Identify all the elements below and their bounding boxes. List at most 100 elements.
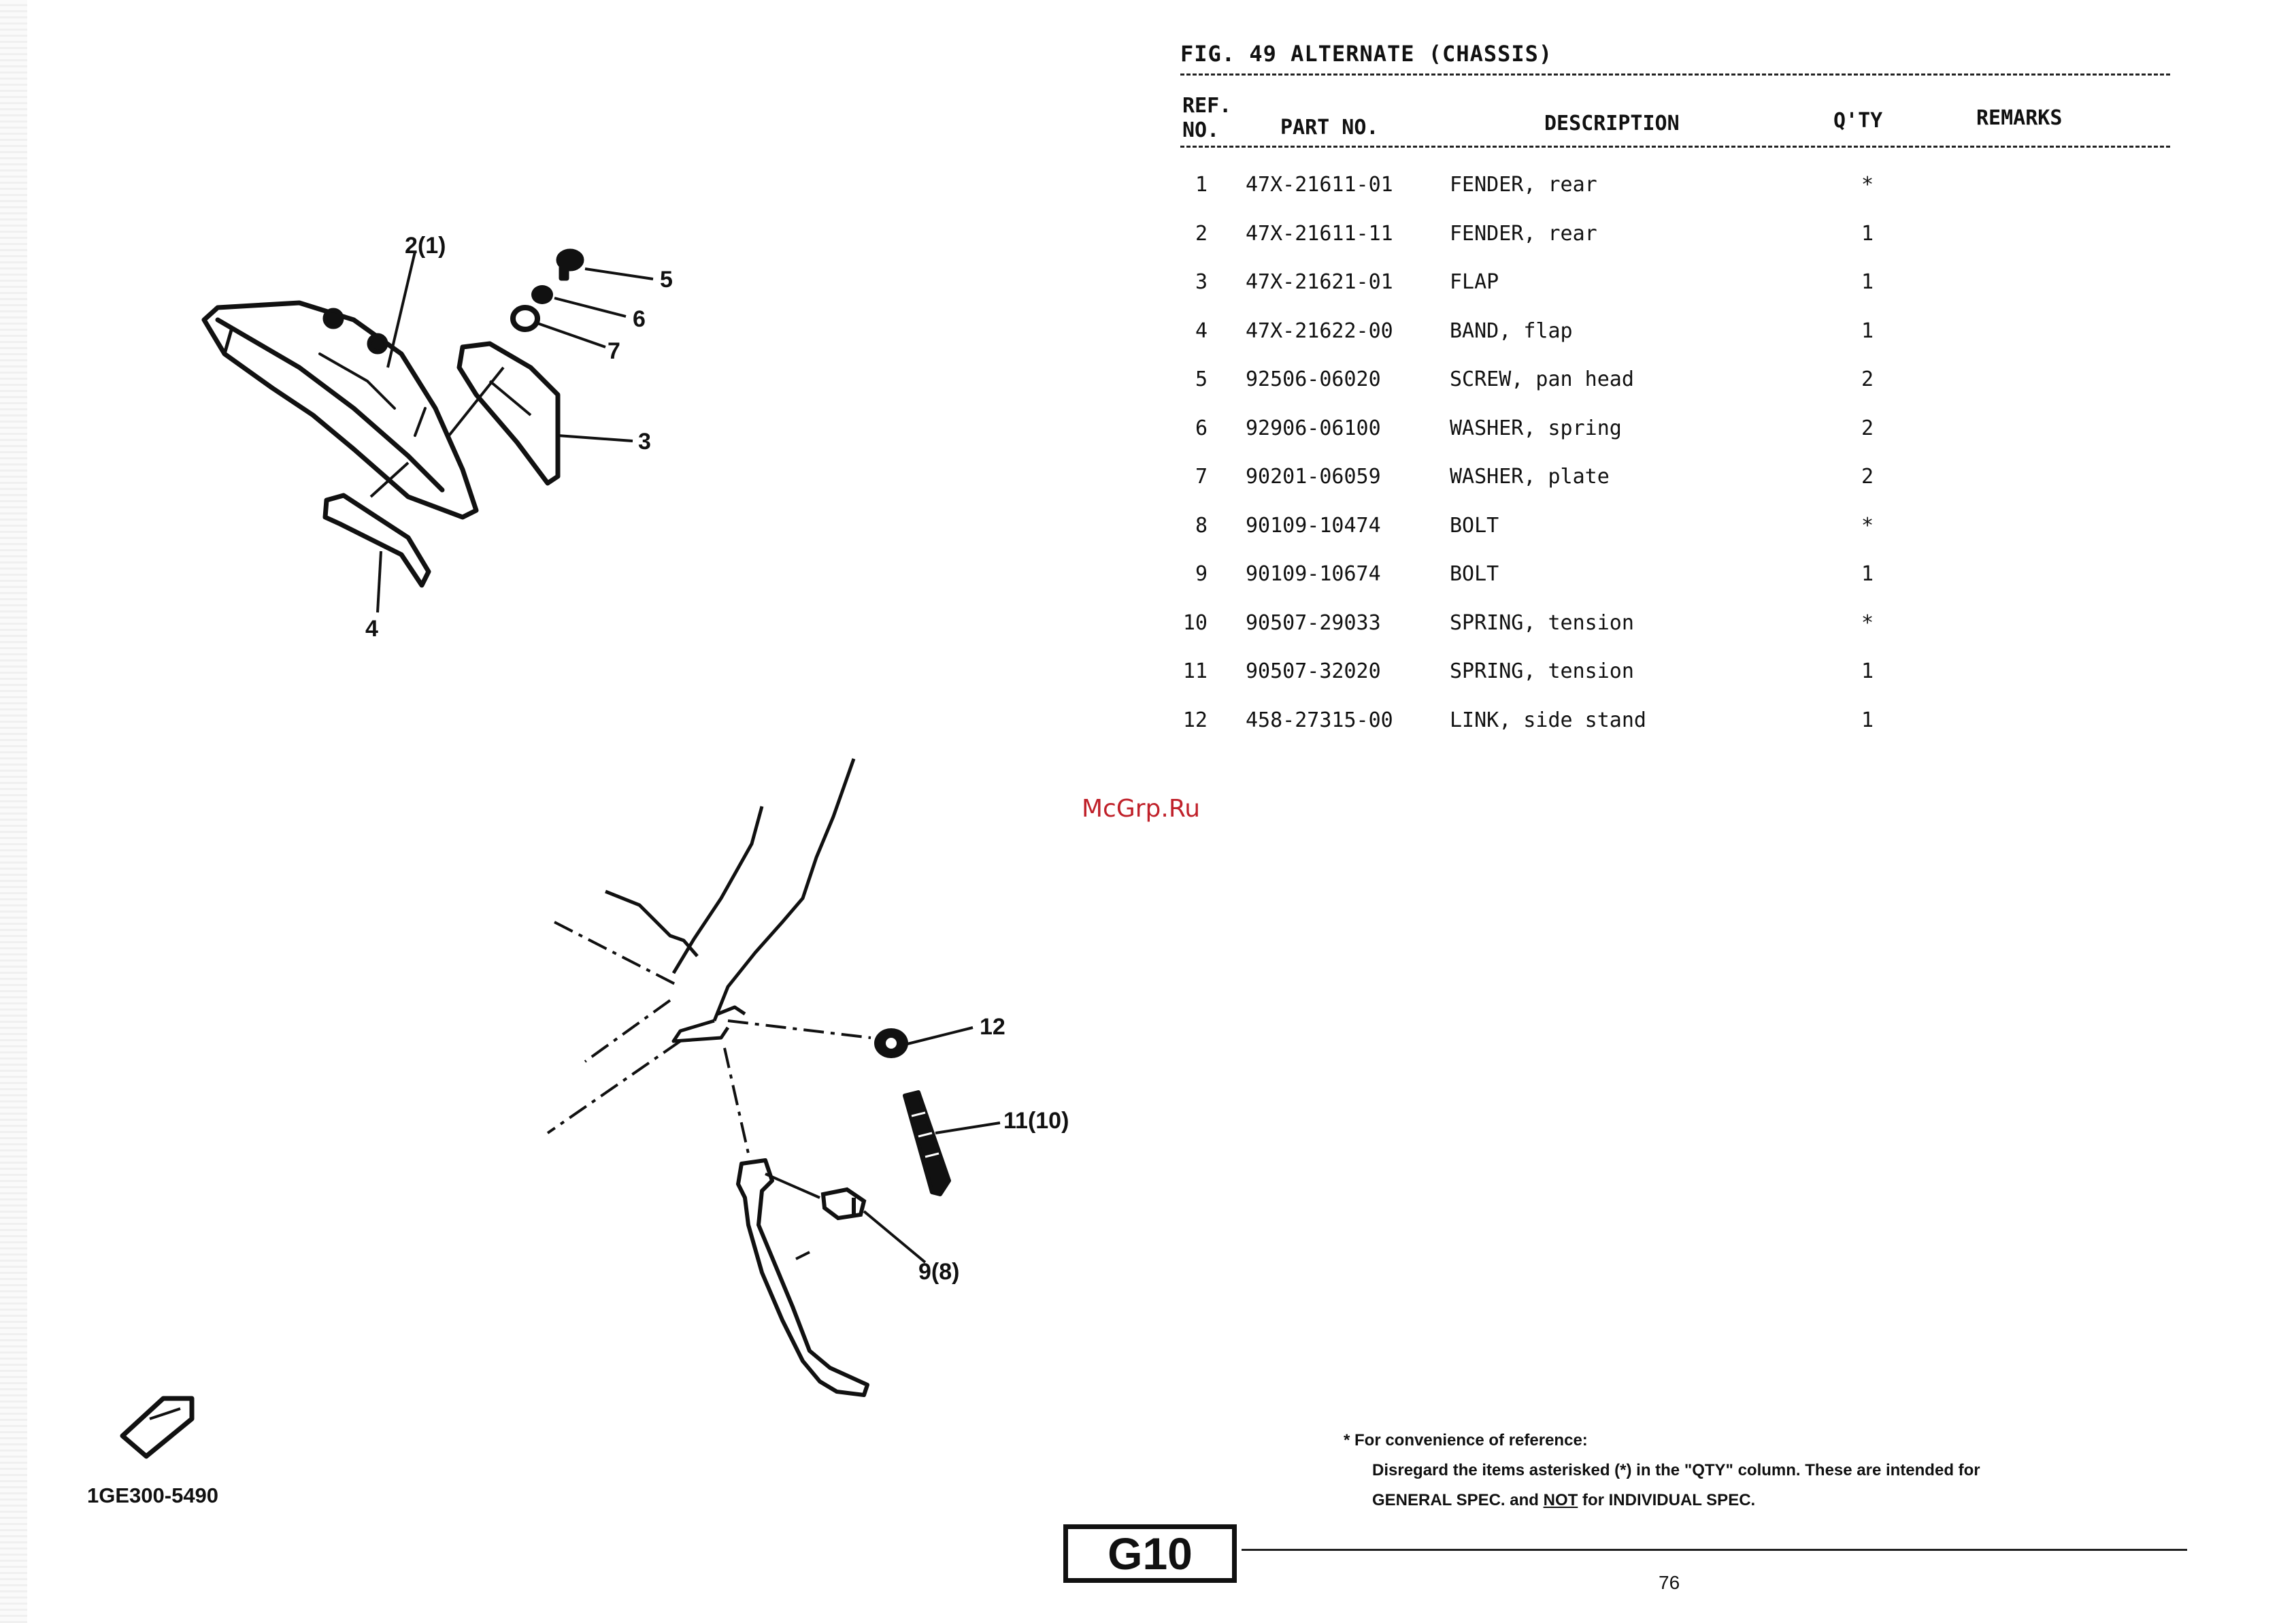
cell-qty: 1 xyxy=(1861,659,1874,683)
cell-ref: 11 xyxy=(1182,659,1208,683)
cell-qty: 1 xyxy=(1861,318,1874,343)
screw-illustration xyxy=(556,248,584,281)
table-row: 2 47X-21611-11 FENDER, rear 1 xyxy=(1180,219,2160,268)
cell-part-no: 92906-06100 xyxy=(1246,416,1381,440)
cell-qty: 1 xyxy=(1861,270,1874,294)
cell-qty: 2 xyxy=(1861,465,1874,489)
footnote-line-3: GENERAL SPEC. and NOT for INDIVIDUAL SPE… xyxy=(1344,1486,1980,1515)
footer-rule xyxy=(1242,1549,2187,1551)
callout-12: 12 xyxy=(980,1014,1005,1040)
cell-ref: 2 xyxy=(1195,221,1208,246)
table-row: 9 90109-10674 BOLT 1 xyxy=(1180,559,2160,608)
cell-ref: 12 xyxy=(1182,708,1208,732)
cell-qty: 1 xyxy=(1861,708,1874,732)
footnote-heading: * For convenience of reference: xyxy=(1344,1431,1588,1449)
cell-part-no: 47X-21611-11 xyxy=(1246,221,1393,246)
cell-ref: 10 xyxy=(1182,610,1208,635)
header-remarks: REMARKS xyxy=(1976,106,2063,130)
table-row: 11 90507-32020 SPRING, tension 1 xyxy=(1180,657,2160,706)
cell-ref: 9 xyxy=(1195,562,1208,586)
scan-edge xyxy=(0,0,27,1623)
cell-qty: 1 xyxy=(1861,221,1874,246)
tension-spring-illustration xyxy=(903,1090,951,1196)
callout-9-8: 9(8) xyxy=(918,1259,959,1285)
flap-illustration xyxy=(456,341,561,486)
callout-4: 4 xyxy=(365,616,378,642)
leader-lines-lower xyxy=(765,1026,1001,1264)
header-description: DESCRIPTION xyxy=(1544,112,1680,135)
cell-description: BOLT xyxy=(1450,513,1499,538)
cell-description: LINK, side stand xyxy=(1450,708,1646,732)
cell-description: BOLT xyxy=(1450,562,1499,586)
cell-part-no: 90109-10674 xyxy=(1246,562,1381,586)
plate-washer-illustration xyxy=(510,305,540,332)
cell-ref: 6 xyxy=(1195,416,1208,440)
cell-qty: 2 xyxy=(1861,416,1874,440)
cell-ref: 7 xyxy=(1195,465,1208,489)
flap-band-illustration xyxy=(322,493,431,588)
cell-description: SCREW, pan head xyxy=(1450,367,1634,391)
cell-qty: * xyxy=(1861,513,1874,538)
callout-2-1: 2(1) xyxy=(405,233,446,259)
cell-qty: 1 xyxy=(1861,562,1874,586)
cell-description: WASHER, spring xyxy=(1450,416,1622,440)
page-number: 76 xyxy=(1659,1572,1680,1593)
header-rule-top xyxy=(1180,73,2170,76)
cell-ref: 1 xyxy=(1195,173,1208,197)
cell-description: FENDER, rear xyxy=(1450,221,1597,246)
figure-title: FIG. 49 ALTERNATE (CHASSIS) xyxy=(1180,41,1553,67)
header-qty: Q'TY xyxy=(1833,109,1883,133)
cell-part-no: 92506-06020 xyxy=(1246,367,1381,391)
cell-part-no: 90201-06059 xyxy=(1246,465,1381,489)
footnote-line-3b: for INDIVIDUAL SPEC. xyxy=(1578,1491,1756,1509)
callout-3: 3 xyxy=(638,429,651,455)
cell-qty: 2 xyxy=(1861,367,1874,391)
cell-ref: 4 xyxy=(1195,318,1208,343)
cell-part-no: 90507-32020 xyxy=(1246,659,1381,683)
frame-bracket-illustration xyxy=(605,758,856,1043)
cell-part-no: 47X-21621-01 xyxy=(1246,270,1393,294)
table-row: 6 92906-06100 WASHER, spring 2 xyxy=(1180,414,2160,463)
side-stand-bolt-illustration xyxy=(820,1187,867,1221)
image-code: 1GE300-5490 xyxy=(87,1483,219,1507)
callout-6: 6 xyxy=(633,306,646,332)
cell-description: WASHER, plate xyxy=(1450,465,1610,489)
cell-ref: 5 xyxy=(1195,367,1208,391)
spring-washer-illustration xyxy=(531,285,553,304)
centerlines xyxy=(546,921,871,1154)
table-row: 7 90201-06059 WASHER, plate 2 xyxy=(1180,462,2160,511)
footnote-line-3a: GENERAL SPEC. and xyxy=(1372,1491,1544,1509)
watermark: McGrp.Ru xyxy=(1082,795,1201,823)
table-row: 5 92506-06020 SCREW, pan head 2 xyxy=(1180,365,2160,414)
side-stand-illustration xyxy=(736,1158,869,1397)
header-ref-no: REF. NO. xyxy=(1182,94,1231,143)
table-row: 4 47X-21622-00 BAND, flap 1 xyxy=(1180,316,2160,365)
footnote: * For convenience of reference: Disregar… xyxy=(1344,1426,1980,1515)
footnote-line-2: Disregard the items asterisked (*) in th… xyxy=(1372,1461,1980,1479)
header-ref-line2: NO. xyxy=(1182,118,1220,142)
cell-qty: * xyxy=(1861,610,1874,635)
cell-description: BAND, flap xyxy=(1450,318,1573,343)
cell-ref: 3 xyxy=(1195,270,1208,294)
leader-lines-upper xyxy=(369,251,654,613)
cell-description: FENDER, rear xyxy=(1450,173,1597,197)
header-part-no: PART NO. xyxy=(1280,116,1379,140)
reference-thumbnail xyxy=(120,1396,195,1459)
cell-part-no: 47X-21622-00 xyxy=(1246,318,1393,343)
cell-part-no: 90109-10474 xyxy=(1246,513,1381,538)
cell-part-no: 90507-29033 xyxy=(1246,610,1381,635)
cell-description: SPRING, tension xyxy=(1450,659,1634,683)
callout-7: 7 xyxy=(608,338,620,364)
header-ref-line1: REF. xyxy=(1182,94,1232,118)
callout-11-10: 11(10) xyxy=(1003,1108,1069,1134)
rear-fender-illustration xyxy=(201,300,479,520)
cell-qty: * xyxy=(1861,173,1874,197)
